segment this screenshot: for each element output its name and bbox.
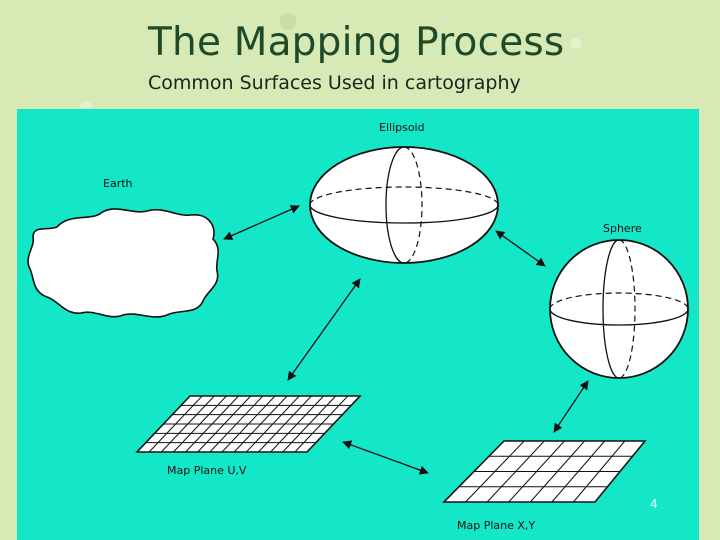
- map-plane-xy: [442, 440, 647, 503]
- ellipsoid-label: Ellipsoid: [379, 121, 425, 134]
- earth-shape: [27, 208, 219, 318]
- ellipsoid-shape: [309, 146, 499, 264]
- map-plane-uv-label: Map Plane U,V: [167, 464, 247, 477]
- arrow-ellipsoid-uv-plane: [287, 278, 361, 381]
- sphere-shape: [549, 239, 689, 379]
- mapping-process-diagram: Earth Ellipsoid Sphere Map Plane U,V: [17, 109, 699, 540]
- arrow-uv-xy-plane: [342, 440, 429, 475]
- slide-title: The Mapping Process: [148, 20, 565, 65]
- earth-label: Earth: [103, 177, 133, 190]
- map-plane-uv: [135, 395, 362, 453]
- sphere-label: Sphere: [603, 222, 642, 235]
- arrow-ellipsoid-sphere: [495, 230, 546, 267]
- page-number: 4: [650, 497, 658, 511]
- arrow-earth-ellipsoid: [223, 205, 300, 240]
- slide-subtitle: Common Surfaces Used in cartography: [148, 72, 521, 94]
- map-plane-xy-label: Map Plane X,Y: [457, 519, 535, 532]
- arrow-sphere-xy-plane: [553, 380, 589, 433]
